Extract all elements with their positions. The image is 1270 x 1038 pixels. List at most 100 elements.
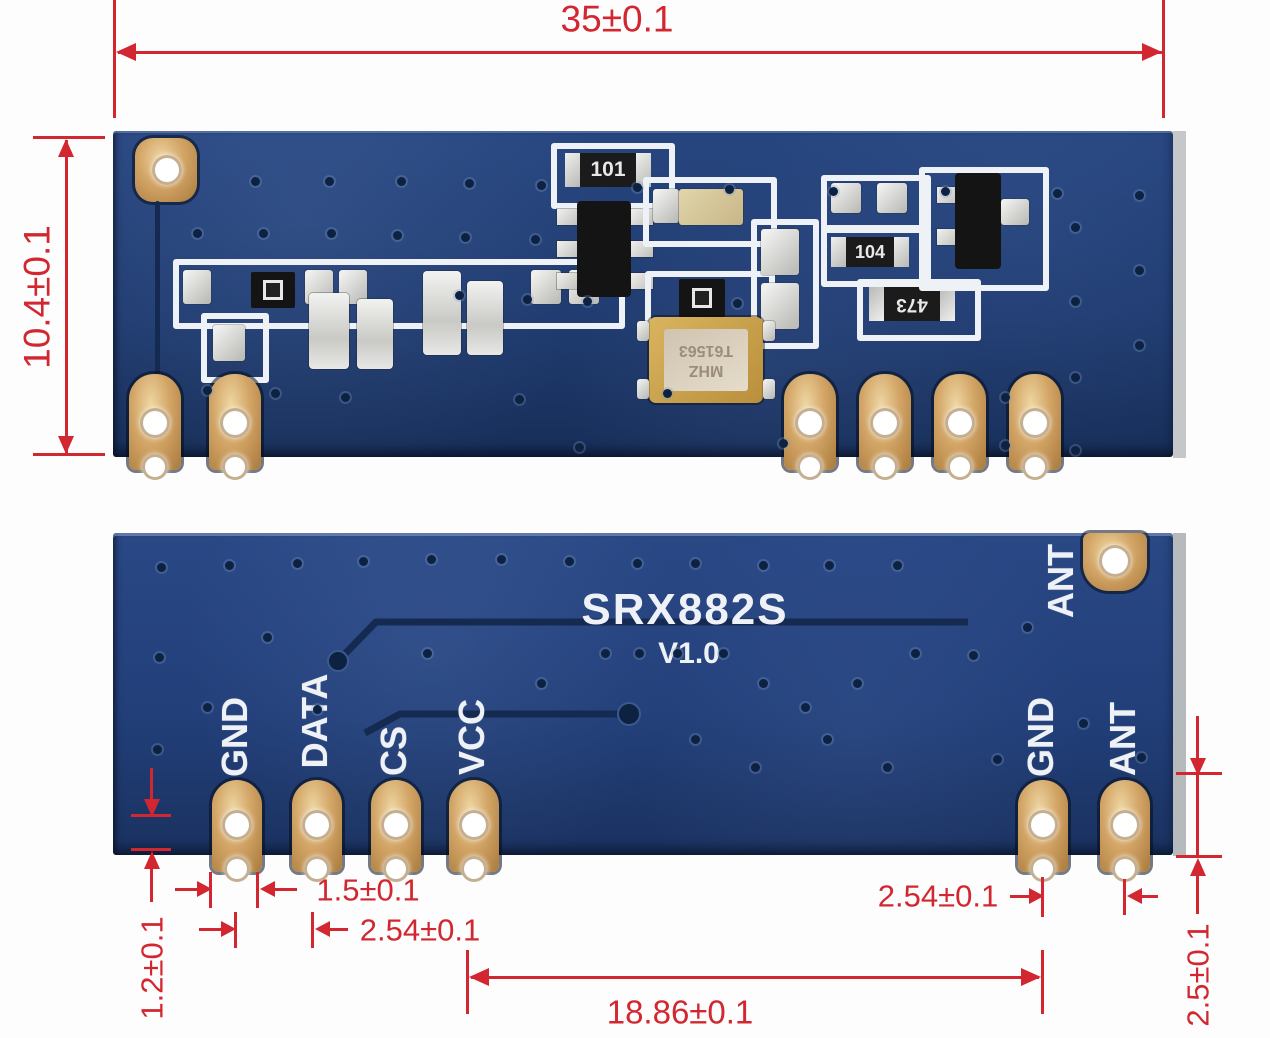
pin-label-cs: CS	[373, 725, 414, 777]
smd-capacitor	[357, 299, 393, 369]
arrowhead-right-icon	[197, 881, 212, 897]
dimension-pad-edge-offset: 1.2±0.1	[134, 916, 170, 1020]
crystal-oscillator: MHZ T61563	[649, 317, 763, 403]
solder-pad	[637, 379, 649, 399]
arrowhead-left-icon	[315, 921, 330, 937]
via	[455, 291, 464, 300]
smd-capacitor	[467, 281, 503, 355]
arrowhead-left-icon	[116, 43, 136, 61]
pad-hole	[872, 454, 898, 480]
pin-label-ant-right: ANT	[1102, 702, 1143, 776]
via	[1023, 623, 1032, 632]
dim-stem	[1196, 876, 1199, 914]
via	[465, 179, 474, 188]
pin-pad-data	[292, 780, 342, 882]
arrowhead-up-icon	[144, 851, 160, 869]
via	[993, 755, 1002, 764]
via	[497, 555, 506, 564]
pad-hole	[140, 408, 170, 438]
pad-hole	[1110, 810, 1140, 840]
via	[779, 439, 788, 448]
via	[271, 389, 280, 398]
dimension-line-span	[471, 976, 1039, 979]
via	[719, 649, 728, 658]
pad-hole	[152, 155, 182, 185]
dimension-pin-pitch-right: 2.54±0.1	[877, 878, 999, 914]
via	[157, 563, 166, 572]
via	[733, 299, 742, 308]
arrowhead-left-icon	[1127, 888, 1142, 904]
via	[633, 559, 642, 568]
transistor-pin	[1001, 199, 1029, 225]
dim-tick	[466, 950, 469, 1014]
solder-pad	[653, 189, 679, 223]
via	[911, 649, 920, 658]
via	[691, 559, 700, 568]
dimension-board-height: 10.4±0.1	[16, 225, 58, 369]
via	[313, 705, 322, 714]
silkscreen-outline	[643, 177, 777, 247]
via	[259, 229, 268, 238]
resistor-101-label: 101	[590, 158, 626, 181]
arrowhead-up-icon	[58, 139, 74, 157]
via	[1001, 393, 1010, 402]
via	[565, 557, 574, 566]
via	[751, 763, 760, 772]
dim-tick	[131, 848, 171, 851]
pin-label-gnd: GND	[214, 697, 255, 777]
solder-pad	[763, 379, 775, 399]
via	[725, 185, 734, 194]
via	[853, 679, 862, 688]
pin-pad	[129, 374, 181, 480]
via	[1071, 446, 1080, 455]
pad-hole	[302, 810, 332, 840]
pin-pad-ant-right	[1100, 780, 1150, 882]
smd-component	[251, 272, 295, 308]
pad-hole	[142, 454, 168, 480]
dim-tick	[1041, 877, 1044, 917]
sot23-transistor	[955, 173, 1001, 269]
dimension-line-width	[118, 51, 1162, 54]
extension-line-left	[113, 0, 116, 118]
arrowhead-right-icon	[1029, 888, 1044, 904]
copper-trace	[155, 201, 160, 391]
arrowhead-right-icon	[1142, 43, 1162, 61]
pin-pad-cs	[371, 780, 421, 882]
via	[153, 745, 162, 754]
dim-stem	[330, 928, 348, 931]
dimension-pad-length: 2.5±0.1	[1180, 923, 1216, 1027]
dim-tick	[1176, 855, 1222, 858]
component-marking	[263, 280, 283, 300]
extension-line-bottom	[33, 453, 105, 456]
pin-pad	[209, 374, 261, 480]
via	[663, 389, 672, 398]
ic-pin	[557, 209, 579, 225]
crystal-line1: T61563	[678, 342, 734, 359]
pad-hole	[224, 856, 250, 882]
pad-hole	[795, 408, 825, 438]
via	[801, 703, 810, 712]
via	[537, 679, 546, 688]
dim-tick	[1041, 950, 1044, 1014]
extension-line-right	[1162, 0, 1165, 118]
pin-pad	[1009, 374, 1061, 480]
pad-hole	[1112, 856, 1138, 882]
via	[293, 559, 302, 568]
pin-pad-gnd	[212, 780, 262, 882]
dim-tick	[1176, 772, 1222, 775]
transistor-pin	[937, 229, 959, 245]
smd-capacitor	[309, 293, 349, 369]
solder-pad	[877, 183, 907, 213]
component-marking	[692, 288, 712, 308]
pin-label-gnd-right: GND	[1020, 697, 1061, 777]
silkscreen-outline	[919, 167, 1049, 291]
solder-pad	[213, 325, 245, 361]
dimension-line-height	[65, 140, 68, 454]
arrowhead-left-icon	[469, 968, 489, 986]
dim-tick	[1123, 879, 1126, 915]
dim-tick	[131, 814, 171, 817]
pad-hole	[459, 810, 489, 840]
via	[251, 177, 260, 186]
arrowhead-down-icon	[144, 799, 160, 817]
